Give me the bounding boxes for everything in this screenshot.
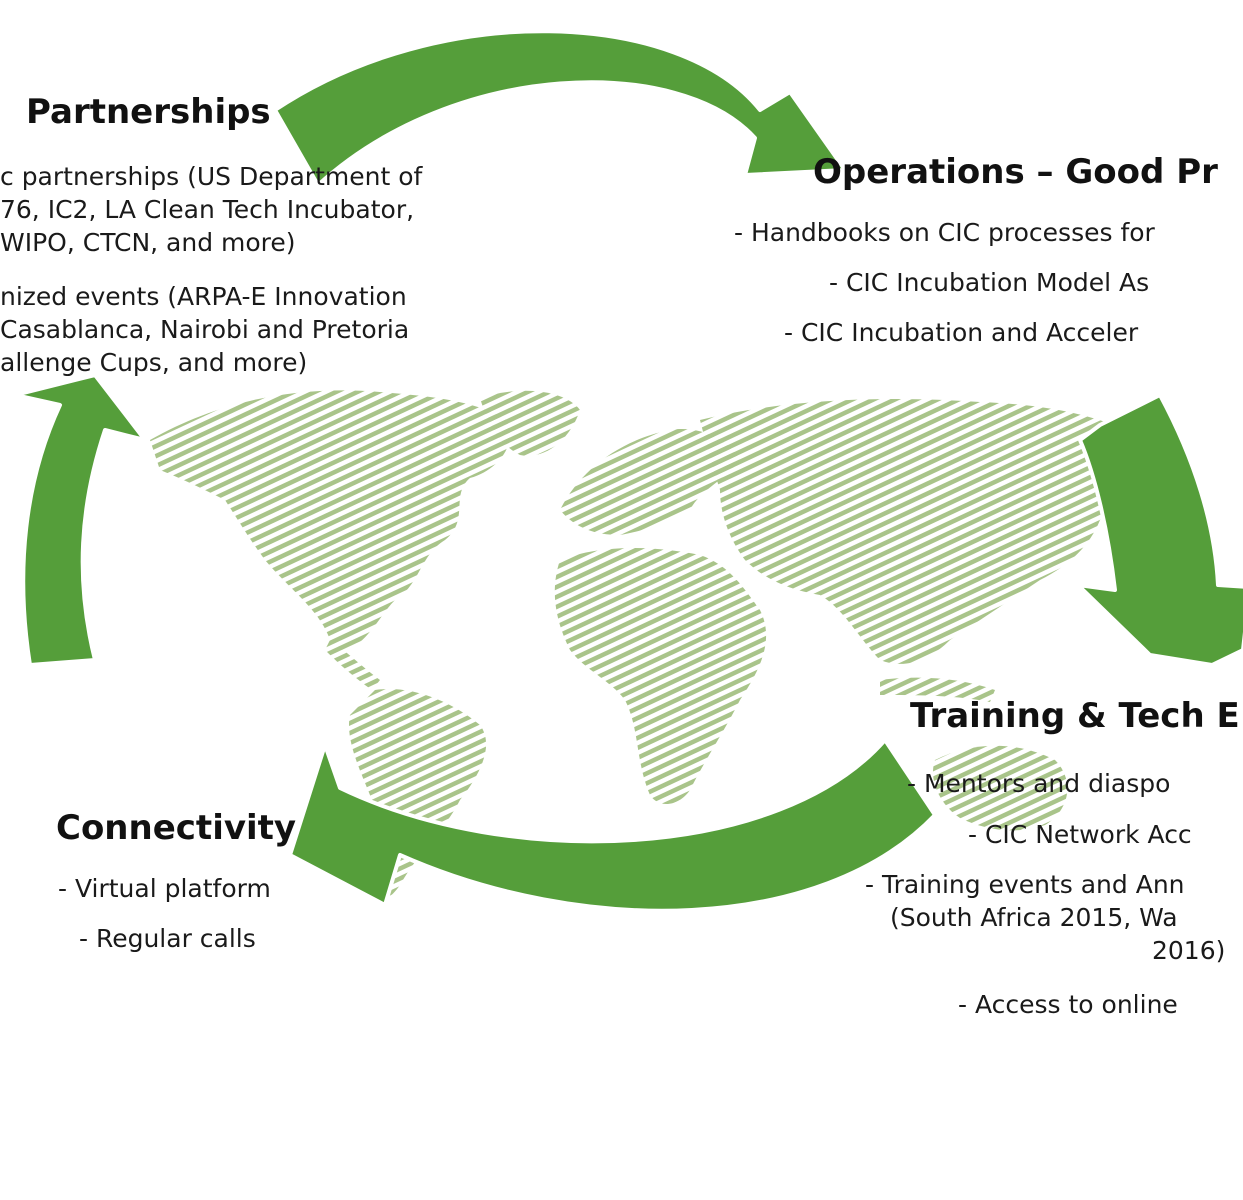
connectivity-line: - Regular calls bbox=[79, 924, 256, 953]
partnerships-title: Partnerships bbox=[26, 92, 271, 132]
arrow-top bbox=[273, 29, 847, 187]
training-line: - Training events and Ann bbox=[865, 870, 1185, 899]
asia-shape bbox=[700, 399, 1160, 664]
training-title: Training & Tech E bbox=[910, 696, 1240, 736]
arrow-right bbox=[1076, 393, 1243, 667]
arrow-bottom bbox=[288, 738, 937, 913]
central-america-shape bbox=[325, 640, 380, 690]
north-america-shape bbox=[150, 390, 511, 652]
europe-shape bbox=[560, 429, 740, 535]
training-line: 2016) bbox=[1152, 936, 1226, 965]
operations-line: - CIC Incubation Model As bbox=[829, 268, 1150, 297]
training-line: - Mentors and diaspo bbox=[907, 769, 1171, 798]
partnerships-line: WIPO, CTCN, and more) bbox=[0, 228, 296, 257]
partnerships-line: c partnerships (US Department of bbox=[0, 162, 423, 191]
operations-line: - CIC Incubation and Acceler bbox=[784, 318, 1139, 347]
arrow-left bbox=[13, 373, 147, 667]
training-line: - Access to online bbox=[958, 990, 1178, 1019]
africa-shape bbox=[554, 548, 767, 805]
greenland-shape bbox=[480, 390, 580, 456]
connectivity-title: Connectivity bbox=[56, 808, 297, 848]
operations-title: Operations – Good Pr bbox=[813, 152, 1218, 192]
partnerships-line: 76, IC2, LA Clean Tech Incubator, bbox=[0, 195, 415, 224]
partnerships-line: nized events (ARPA-E Innovation bbox=[0, 282, 407, 311]
australia-shape bbox=[932, 745, 1068, 831]
partnerships-line: allenge Cups, and more) bbox=[0, 348, 308, 377]
training-line: (South Africa 2015, Wa bbox=[890, 903, 1178, 932]
indonesia-shape bbox=[880, 677, 995, 702]
partnerships-line: Casablanca, Nairobi and Pretoria bbox=[0, 315, 410, 344]
world-map bbox=[150, 390, 1160, 901]
operations-line: - Handbooks on CIC processes for bbox=[734, 218, 1155, 247]
connectivity-line: - Virtual platform bbox=[58, 874, 271, 903]
training-line: - CIC Network Acc bbox=[968, 820, 1192, 849]
